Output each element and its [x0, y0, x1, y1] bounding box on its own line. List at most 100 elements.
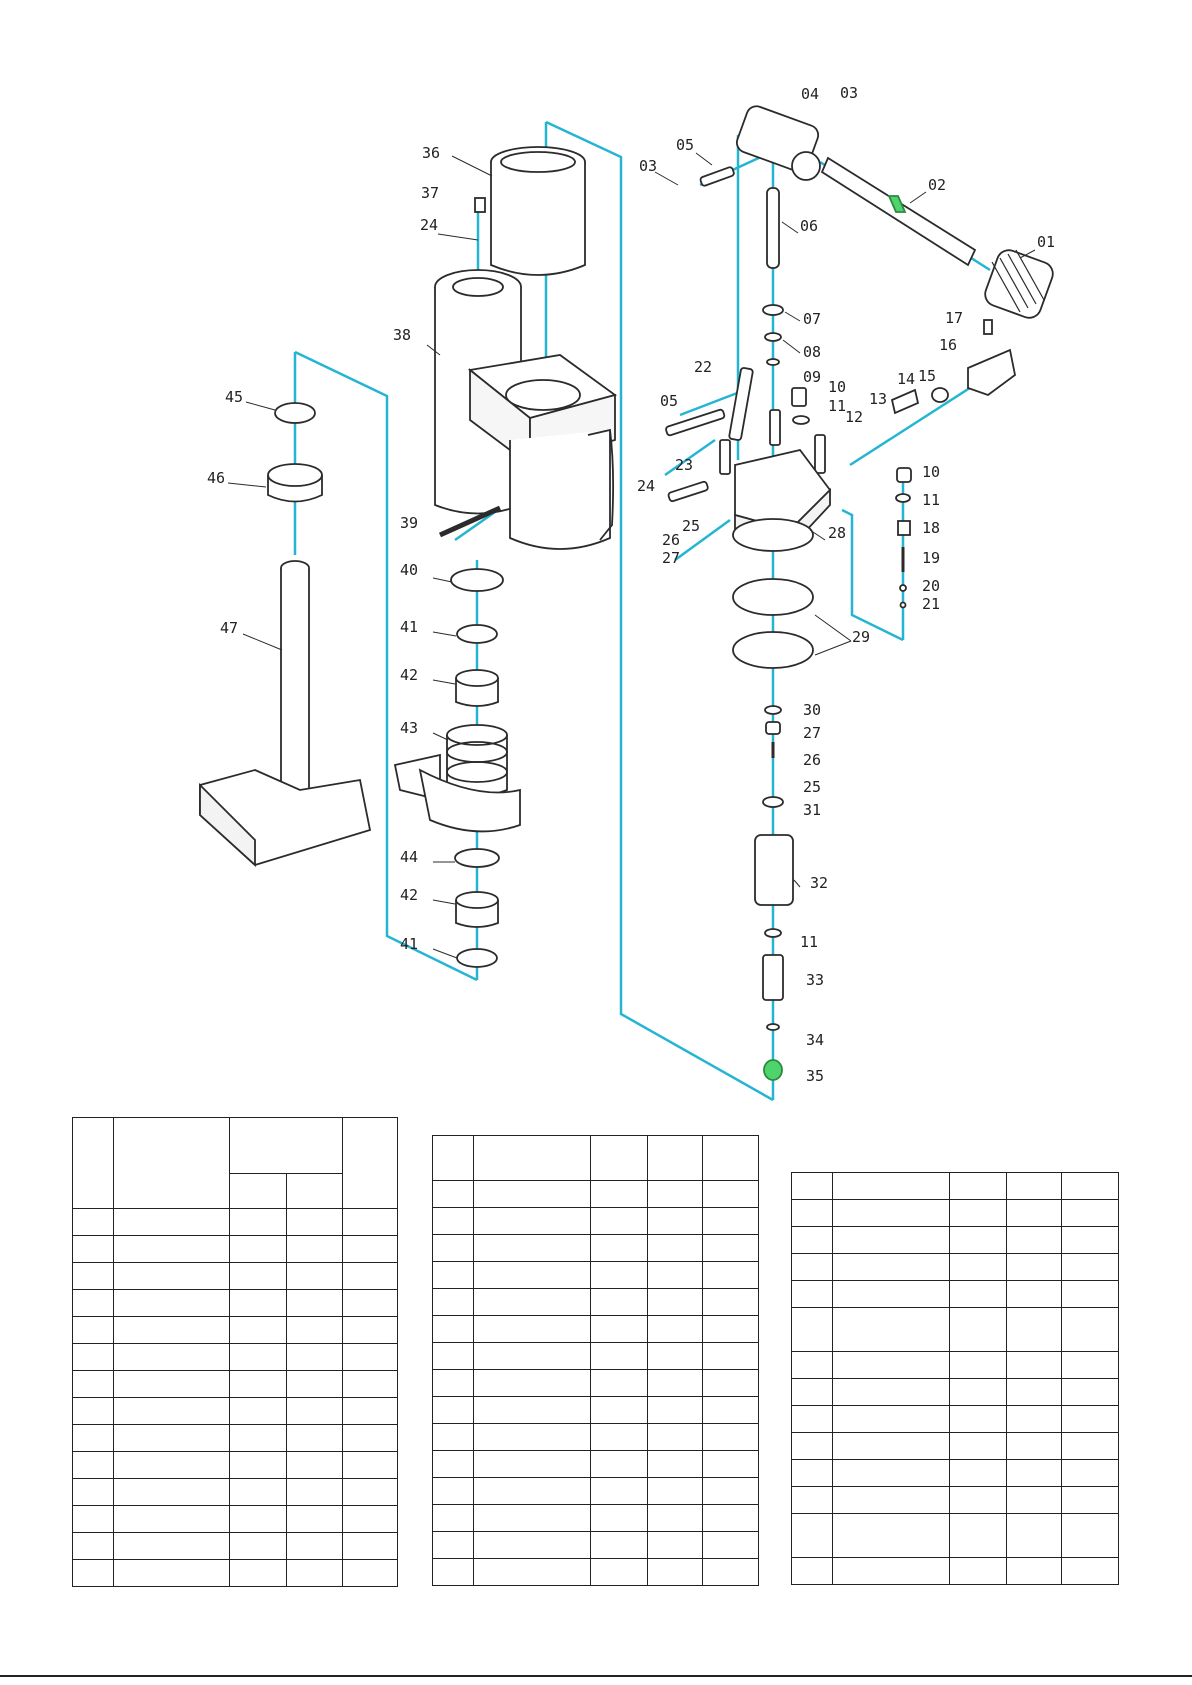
table-cell	[791, 1486, 833, 1514]
table-cell	[646, 1342, 704, 1370]
table-cell	[646, 1369, 704, 1397]
callout-label: 44	[400, 848, 418, 866]
table-cell	[112, 1532, 231, 1560]
table-cell	[229, 1117, 343, 1174]
table-cell	[791, 1513, 833, 1558]
table-cell	[831, 1557, 950, 1585]
callout-label: 37	[421, 184, 439, 202]
page-bottom-rule	[0, 1675, 1192, 1677]
table-cell	[948, 1432, 1008, 1460]
table-cell	[112, 1316, 231, 1344]
table-cell	[948, 1226, 1008, 1254]
callout-label: 35	[806, 1067, 824, 1085]
table-cell	[702, 1423, 759, 1451]
table-cell	[229, 1451, 288, 1479]
callout-label: 09	[803, 368, 821, 386]
table-cell	[948, 1351, 1008, 1379]
table-cell	[831, 1405, 950, 1433]
table-cell	[589, 1207, 649, 1235]
callout-label: 16	[939, 336, 957, 354]
table-cell	[341, 1316, 399, 1344]
table-cell	[1061, 1405, 1119, 1433]
table-cell	[702, 1288, 759, 1316]
table-cell	[1005, 1513, 1063, 1558]
table-cell	[341, 1532, 399, 1560]
table-cell	[286, 1559, 343, 1587]
table-cell	[341, 1478, 399, 1506]
callout-label: 27	[803, 724, 821, 742]
callout-label: 26	[803, 751, 821, 769]
table-cell	[72, 1478, 114, 1506]
table-cell	[286, 1262, 343, 1290]
table-cell	[472, 1450, 591, 1478]
callout-label: 07	[803, 310, 821, 328]
table-cell	[1061, 1280, 1119, 1308]
table-cell	[791, 1280, 833, 1308]
table-cell	[646, 1423, 704, 1451]
table-cell	[1061, 1253, 1119, 1281]
table-cell	[948, 1253, 1008, 1281]
table-cell	[1005, 1486, 1063, 1514]
table-cell	[589, 1504, 649, 1532]
table-cell	[646, 1180, 704, 1208]
table-cell	[702, 1135, 759, 1181]
table-cell	[341, 1208, 399, 1236]
callout-label: 22	[694, 358, 712, 376]
table-cell	[791, 1199, 833, 1227]
table-cell	[1061, 1351, 1119, 1379]
table-cell	[341, 1117, 399, 1209]
table-cell	[702, 1558, 759, 1586]
table-cell	[831, 1226, 950, 1254]
callout-label: 46	[207, 469, 225, 487]
table-cell	[1061, 1226, 1119, 1254]
callout-label: 28	[828, 524, 846, 542]
table-cell	[472, 1234, 591, 1262]
table-cell	[589, 1180, 649, 1208]
table-cell	[1005, 1405, 1063, 1433]
callout-label: 03	[639, 157, 657, 175]
table-cell	[112, 1505, 231, 1533]
table-cell	[229, 1316, 288, 1344]
table-cell	[112, 1289, 231, 1317]
table-cell	[948, 1557, 1008, 1585]
callout-label: 06	[800, 217, 818, 235]
callout-label: 39	[400, 514, 418, 532]
table-cell	[646, 1396, 704, 1424]
callout-label: 31	[803, 801, 821, 819]
callout-label: 11	[828, 397, 846, 415]
table-cell	[472, 1315, 591, 1343]
table-cell	[589, 1396, 649, 1424]
table-cell	[831, 1432, 950, 1460]
table-cell	[229, 1424, 288, 1452]
callout-label: 14	[897, 370, 915, 388]
table-cell	[229, 1559, 288, 1587]
table-cell	[229, 1505, 288, 1533]
table-cell	[1005, 1557, 1063, 1585]
table-cell	[341, 1235, 399, 1263]
table-cell	[646, 1261, 704, 1289]
table-cell	[791, 1226, 833, 1254]
callout-label: 10	[828, 378, 846, 396]
callout-label: 12	[845, 408, 863, 426]
table-cell	[229, 1397, 288, 1425]
table-cell	[702, 1180, 759, 1208]
table-cell	[112, 1343, 231, 1371]
table-cell	[432, 1135, 474, 1181]
table-cell	[432, 1315, 474, 1343]
table-cell	[589, 1315, 649, 1343]
table-cell	[948, 1486, 1008, 1514]
table-cell	[341, 1505, 399, 1533]
table-cell	[1061, 1513, 1119, 1558]
table-cell	[286, 1478, 343, 1506]
callout-label: 18	[922, 519, 940, 537]
table-cell	[286, 1289, 343, 1317]
callout-label: 11	[800, 933, 818, 951]
table-cell	[341, 1289, 399, 1317]
table-cell	[72, 1370, 114, 1398]
callout-label: 25	[682, 517, 700, 535]
table-cell	[948, 1199, 1008, 1227]
table-cell	[286, 1316, 343, 1344]
table-cell	[702, 1234, 759, 1262]
table-cell	[589, 1342, 649, 1370]
table-cell	[948, 1172, 1008, 1200]
